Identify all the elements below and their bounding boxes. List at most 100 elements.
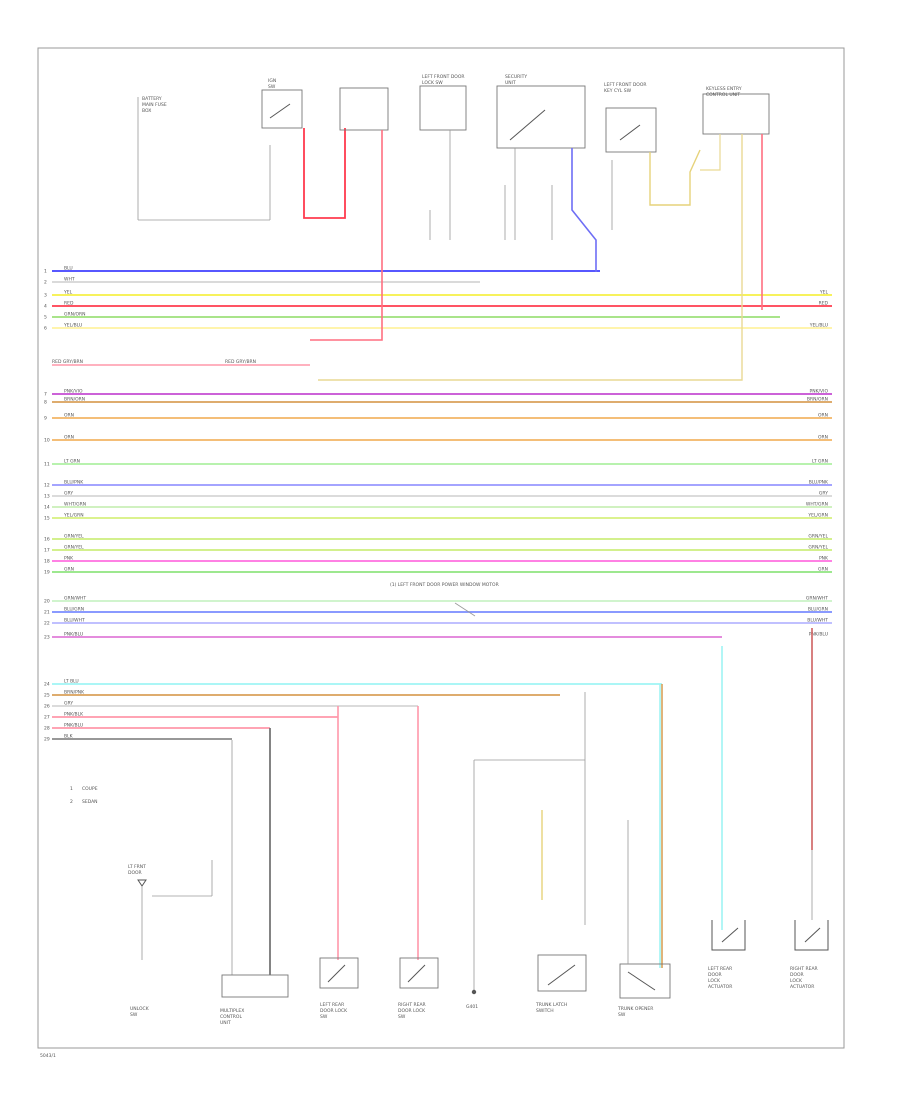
bus-pin-2: 3	[44, 293, 47, 299]
bus-pin-7: 8	[44, 400, 47, 406]
comp-b9-line1: DOOR	[790, 972, 804, 978]
comp-c4-line1: UNIT	[505, 80, 516, 86]
bus-wires: BLU1WHT2YEL3YELRED4REDGRN/ORN5YEL/BLU6YE…	[44, 266, 832, 743]
bus-label-left-14: YEL/GRN	[63, 513, 84, 519]
comp-b1-line2: UNLOCK	[130, 1006, 150, 1012]
bus-label-left-8: ORN	[64, 413, 74, 419]
legend-text-1: COUPE	[82, 786, 98, 792]
bus-pin-14: 15	[44, 516, 50, 522]
bus-pin-17: 18	[44, 559, 50, 565]
bus-label-right-21: BLU/WHT	[807, 618, 828, 624]
mid-bus-label: RED GRY/BRN	[52, 359, 83, 365]
bus-label-right-22: PNK/BLU	[809, 632, 828, 638]
comp-c1-line0: BATTERY	[142, 96, 162, 102]
bus-label-left-15: GRN/YEL	[64, 534, 84, 540]
footer-code: 5043/1	[40, 1053, 56, 1059]
comp-lt-frnt-door-unlock-switch: LT FRNT DOOR UNLOCK SW	[128, 860, 213, 1018]
comp-c5-line0: LEFT FRONT DOOR	[604, 82, 647, 88]
bus-label-left-6: PNK/VIO	[64, 389, 83, 395]
bus-label-left-4: GRN/ORN	[64, 312, 86, 318]
bus-pin-12: 13	[44, 494, 50, 500]
bus-pin-15: 16	[44, 537, 50, 543]
bus-label-left-20: BLU/GRN	[64, 607, 84, 613]
bus-label-right-6: PNK/VIO	[810, 389, 829, 395]
bus-label-left-11: BLU/PNK	[64, 480, 84, 486]
bus-label-right-3: RED	[819, 301, 829, 307]
bus-pin-19: 20	[44, 599, 50, 605]
bus-pin-22: 23	[44, 635, 50, 641]
bus-label-right-2: YEL	[819, 290, 829, 296]
comp-b4-line1: DOOR LOCK	[398, 1008, 426, 1014]
comp-c2-line1: SW	[268, 84, 276, 90]
comp-c6-line0: KEYLESS ENTRY	[706, 86, 742, 92]
bus-label-left-5: YEL/BLU	[63, 323, 82, 329]
bus-label-left-13: WHT/GRN	[64, 502, 86, 508]
bus-label-right-14: YEL/GRN	[807, 513, 828, 519]
bus-pin-28: 29	[44, 737, 50, 743]
bus-pin-4: 5	[44, 315, 47, 321]
bus-pin-6: 7	[44, 392, 47, 398]
bus-label-left-0: BLU	[64, 266, 73, 272]
comp-b9-line3: ACTUATOR	[790, 984, 814, 990]
legend-text-2: SEDAN	[82, 799, 98, 805]
legend: 1 COUPE 2 SEDAN	[70, 786, 98, 805]
keyless-entry-control-unit: KEYLESS ENTRY CONTROL UNIT	[318, 86, 770, 381]
bus-pin-0: 1	[44, 269, 47, 275]
comp-b3-line0: LEFT REAR	[320, 1002, 344, 1008]
mid-note: (1) LEFT FRONT DOOR POWER WINDOW MOTOR	[390, 582, 499, 588]
comp-g401-ground: G401	[466, 759, 585, 1010]
fuse-block	[310, 87, 389, 341]
comp-c3-line0: LEFT FRONT DOOR	[422, 74, 465, 80]
bus-label-left-26: PNK/BLK	[64, 712, 84, 718]
bus-label-left-17: PNK	[64, 556, 74, 562]
bus-label-left-12: GRY	[64, 491, 73, 497]
comp-b2-line0: MULTIPLEX	[220, 1008, 244, 1014]
bus-label-left-23: LT BLU	[64, 679, 79, 685]
bus-pin-24: 25	[44, 693, 50, 699]
comp-b8-line3: ACTUATOR	[708, 984, 732, 990]
bus-label-right-19: GRN/WHT	[806, 596, 828, 602]
top-stubs	[429, 160, 613, 240]
bus-label-left-9: ORN	[64, 435, 74, 441]
comp-c5-line1: KEY CYL SW	[604, 88, 632, 94]
bus-pin-1: 2	[44, 280, 47, 286]
comp-b6-line1: SWITCH	[536, 1008, 554, 1014]
comp-b1-line0: LT FRNT	[128, 864, 146, 870]
bus-label-right-13: WHT/GRN	[806, 502, 828, 508]
mid-note-leader	[454, 602, 476, 617]
comp-b7-line1: SW	[618, 1012, 626, 1018]
battery-fuse-box: BATTERY MAIN FUSE BOX	[137, 96, 271, 221]
comp-multiplex-control-unit: MULTIPLEX CONTROL UNIT	[220, 974, 289, 1026]
security-unit: SECURITY UNIT	[496, 74, 597, 272]
comp-c3-line1: LOCK SW	[422, 80, 443, 86]
bus-label-left-10: LT GRN	[64, 459, 80, 465]
bus-label-right-17: PNK	[819, 556, 829, 562]
bus-pin-9: 10	[44, 438, 50, 444]
comp-trunk-latch-switch: TRUNK LATCH SWITCH	[535, 810, 587, 1014]
bus-label-right-12: GRY	[819, 491, 828, 497]
bus-label-left-21: BLU/WHT	[64, 618, 85, 624]
bus-label-left-27: PNK/BLU	[64, 723, 83, 729]
bus-pin-8: 9	[44, 416, 47, 422]
comp-b6-line0: TRUNK LATCH	[535, 1002, 567, 1008]
bus-label-left-24: BRN/PNK	[64, 690, 85, 696]
bus-pin-18: 19	[44, 570, 50, 576]
comp-c6-line1: CONTROL UNIT	[706, 92, 740, 98]
comp-right-rear-door-lock-switch: RIGHT REAR DOOR LOCK SW	[398, 957, 439, 1020]
diagram-frame	[37, 47, 845, 1049]
comp-b1-line3: SW	[130, 1012, 138, 1018]
bus-pin-25: 26	[44, 704, 50, 710]
bus-label-right-18: GRN	[818, 567, 828, 573]
comp-b3-line2: SW	[320, 1014, 328, 1020]
left-front-door-lock-switch: LEFT FRONT DOOR LOCK SW	[419, 74, 467, 240]
comp-c4-line0: SECURITY	[505, 74, 527, 80]
bus-pin-5: 6	[44, 326, 47, 332]
mid-bus-label-2: RED GRY/BRN	[225, 359, 256, 365]
bus-label-left-16: GRN/YEL	[64, 545, 84, 551]
legend-code-2: 2	[70, 799, 73, 805]
bus-label-right-10: LT GRN	[812, 459, 828, 465]
bus-label-left-7: BRN/ORN	[64, 397, 85, 403]
comp-b4-line2: SW	[398, 1014, 406, 1020]
bus-pin-10: 11	[44, 462, 50, 468]
bus-pin-21: 22	[44, 621, 50, 627]
